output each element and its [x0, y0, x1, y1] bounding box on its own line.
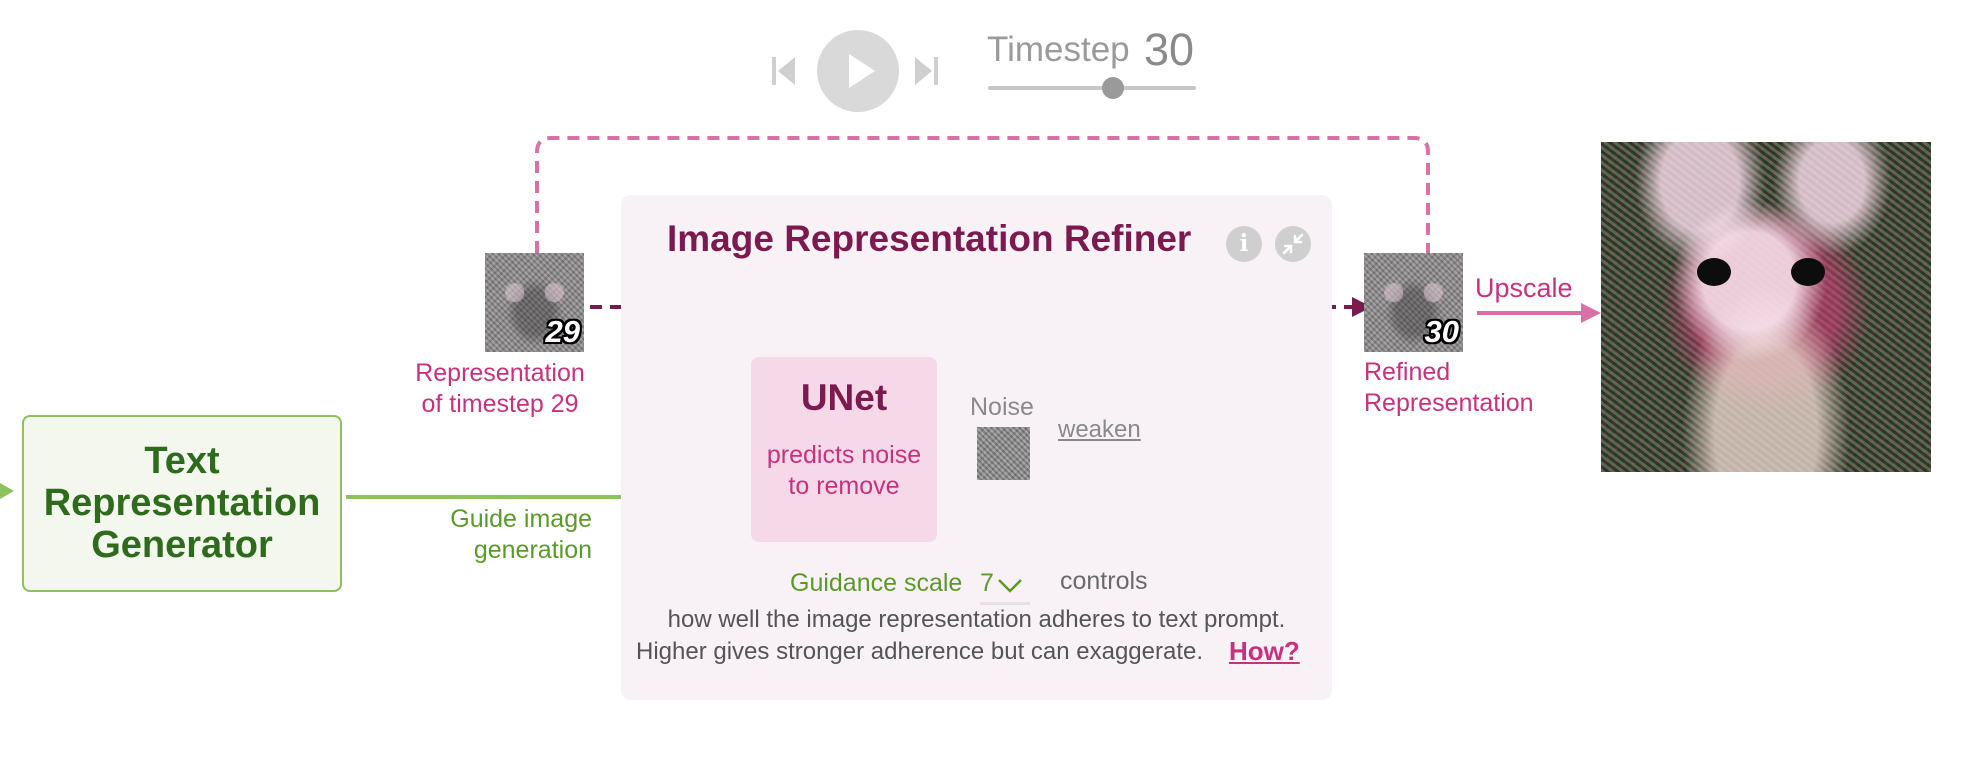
representation-29-label-line1: Representation	[415, 359, 585, 387]
loop-back-arrow	[535, 136, 1430, 253]
skip-next-icon[interactable]	[912, 54, 940, 88]
guide-label-line2: generation	[473, 536, 592, 564]
noise-label: Noise	[970, 393, 1034, 421]
weaken-link[interactable]: weaken	[1058, 416, 1141, 443]
text-representation-generator[interactable]	[22, 415, 342, 592]
timestep-slider-track[interactable]	[988, 86, 1196, 90]
refined-representation-label: Refined Representation	[1364, 357, 1534, 419]
timestep-badge: 29	[545, 314, 580, 349]
representation-29-label-line2: of timestep 29	[421, 390, 579, 418]
text-generator-line1: Text	[144, 440, 220, 482]
text-generator-line2: Representation	[43, 482, 321, 524]
collapse-icon[interactable]	[1275, 226, 1311, 262]
timestep-label: Timestep	[987, 30, 1130, 69]
refined-label-line2: Representation	[1364, 389, 1534, 417]
refined-representation-thumbnail[interactable]: 30	[1364, 253, 1463, 352]
guide-generation-label: Guide image generation	[380, 504, 592, 566]
skip-previous-icon[interactable]	[770, 54, 798, 88]
unet-desc-line1: predicts noise	[766, 441, 922, 469]
guidance-scale-value: 7	[980, 569, 994, 597]
timestep-value: 30	[1144, 24, 1195, 75]
unet-description: predicts noise to remove	[751, 440, 937, 502]
unet-title: UNet	[800, 377, 888, 418]
representation-29-thumbnail[interactable]: 29	[485, 253, 584, 352]
generated-image[interactable]	[1601, 142, 1931, 472]
timestep-slider-handle[interactable]	[1101, 77, 1124, 99]
refined-label-line1: Refined	[1364, 358, 1451, 386]
chevron-down-icon	[998, 579, 1022, 593]
input-arrowhead	[0, 483, 14, 499]
upscale-label: Upscale	[1475, 273, 1573, 303]
right-eye	[1791, 258, 1825, 286]
guidance-scale-select[interactable]: 7	[980, 566, 1030, 605]
text-generator-line3: Generator	[91, 524, 273, 566]
info-icon[interactable]: i	[1226, 226, 1262, 262]
play-icon	[849, 54, 875, 88]
left-eye	[1697, 258, 1731, 286]
text-generator-label: Text Representation Generator	[22, 440, 342, 566]
how-link[interactable]: How?	[1229, 636, 1300, 666]
unet-box[interactable]	[751, 357, 937, 542]
guide-label-line1: Guide image	[450, 505, 592, 533]
controls-label: controls	[1060, 567, 1148, 595]
representation-29-label: Representation of timestep 29	[400, 358, 600, 420]
timestep-badge: 30	[1424, 314, 1459, 349]
noise-thumbnail	[977, 427, 1030, 480]
unet-desc-line2: to remove	[788, 472, 900, 500]
guidance-description-line1: how well the image representation adhere…	[667, 606, 1286, 633]
play-button[interactable]	[817, 30, 899, 112]
refiner-panel	[621, 195, 1332, 700]
guidance-scale-label: Guidance scale	[790, 569, 963, 597]
guidance-description-line2: Higher gives stronger adherence but can …	[636, 638, 1204, 665]
refiner-title: Image Representation Refiner	[667, 218, 1192, 259]
